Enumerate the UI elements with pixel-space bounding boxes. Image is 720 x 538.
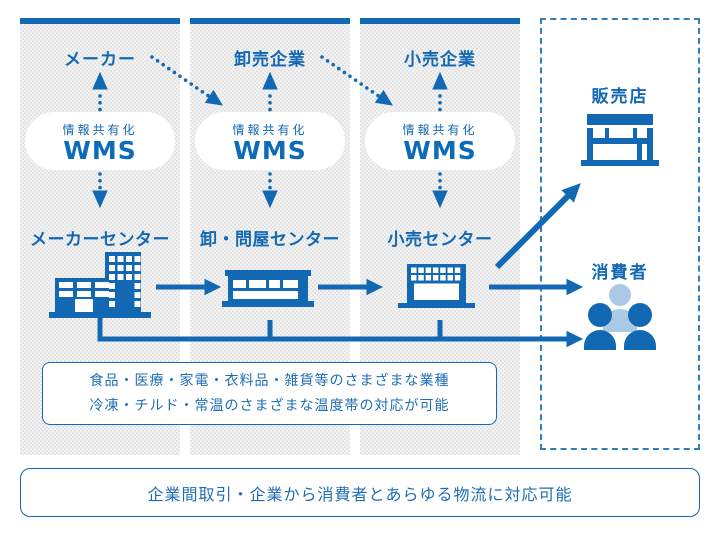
column-top-bar: [190, 18, 350, 24]
warehouse-icon: [222, 270, 314, 307]
cloud-title: WMS: [233, 136, 307, 165]
retail-center-icon: [398, 264, 475, 308]
industries-note-line2: 冷凍・チルド・常温のさまざまな温度帯の対応が可能: [89, 397, 450, 414]
center-label-wholesaler: 卸・問屋センター: [200, 230, 340, 250]
consumer-panel: 販売店 消費者: [540, 18, 700, 450]
entity-label-retailer: 小売企業: [404, 50, 476, 70]
industries-note: 食品・医療・家電・衣料品・雑貨等のさまざまな業種 冷凍・チルド・常温のさまざまな…: [42, 362, 497, 425]
industries-note-line1: 食品・医療・家電・衣料品・雑貨等のさまざまな業種: [89, 372, 450, 389]
cloud-caption: 情報共有化: [402, 123, 478, 137]
entity-label-maker: メーカー: [64, 50, 136, 70]
bottom-note: 企業間取引・企業から消費者とあらゆる物流に対応可能: [20, 468, 700, 517]
consumers-icon: [584, 284, 656, 350]
bottom-note-text: 企業間取引・企業から消費者とあらゆる物流に対応可能: [147, 484, 573, 504]
entity-label-wholesaler: 卸売企業: [234, 50, 306, 70]
consumer-label: 消費者: [591, 263, 649, 283]
cloud-caption: 情報共有化: [62, 123, 138, 137]
store-label: 販売店: [591, 87, 649, 107]
wms-cloud-wholesaler: 情報共有化 WMS: [195, 112, 345, 170]
center-label-retailer: 小売センター: [387, 230, 493, 250]
center-label-maker: メーカーセンター: [30, 230, 170, 250]
factory-icon: [49, 252, 151, 318]
cloud-title: WMS: [403, 136, 477, 165]
column-top-bar: [360, 18, 520, 24]
cloud-title: WMS: [63, 136, 137, 165]
cloud-caption: 情報共有化: [232, 123, 308, 137]
column-top-bar: [20, 18, 180, 24]
store-icon: [581, 114, 659, 166]
wms-cloud-retailer: 情報共有化 WMS: [365, 112, 515, 170]
wms-cloud-maker: 情報共有化 WMS: [25, 112, 175, 170]
